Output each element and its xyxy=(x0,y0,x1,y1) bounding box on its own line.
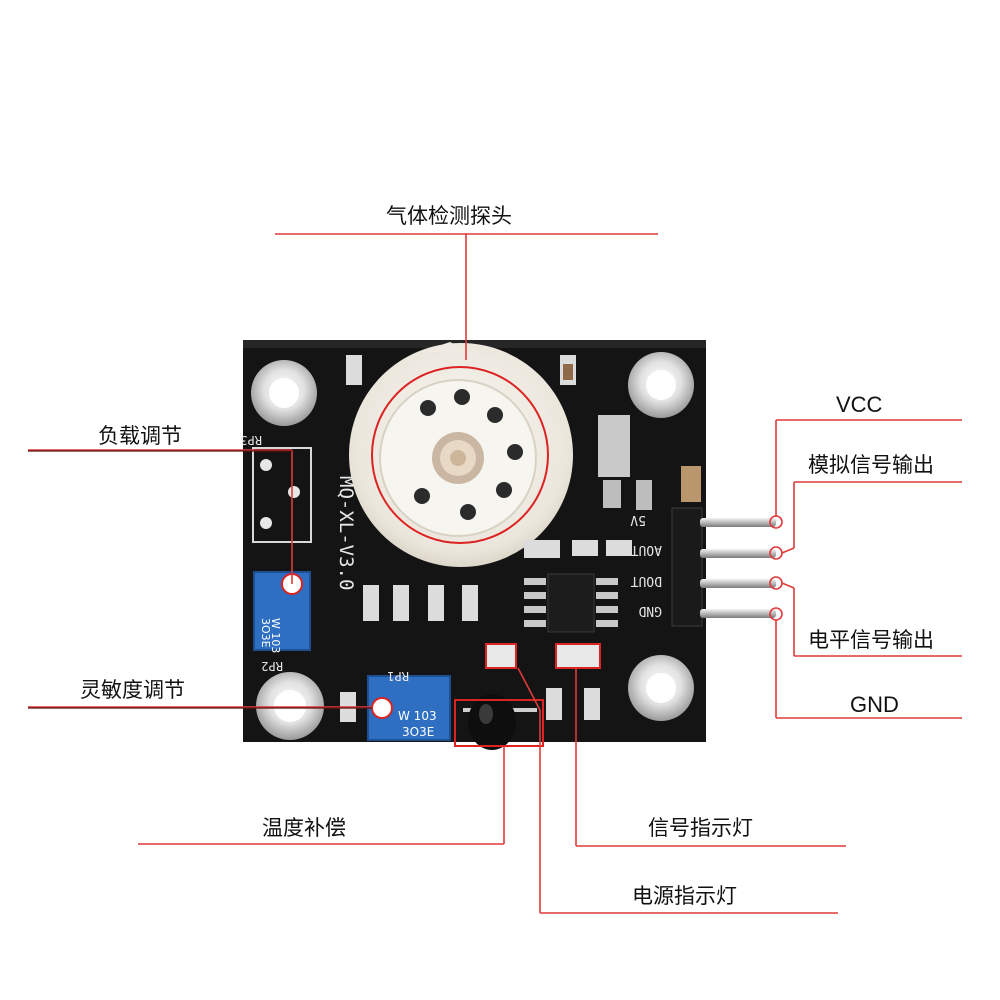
mount-hole-top-right xyxy=(628,352,694,418)
potentiometer-rp2: W 103 3O3E xyxy=(253,571,311,653)
pin-header xyxy=(671,507,776,627)
label-vcc: VCC xyxy=(836,392,883,417)
signal-led xyxy=(555,643,601,669)
silkscreen-gnd: GND xyxy=(638,603,662,618)
silkscreen-5v: 5V xyxy=(630,512,646,527)
silkscreen-aout: AOUT xyxy=(631,542,662,557)
label-sensitivity-adjust: 灵敏度调节 xyxy=(80,678,185,702)
silkscreen-dout: DOUT xyxy=(631,573,662,588)
pot2-code-line1: W 103 xyxy=(269,618,282,653)
mount-hole-bottom-left xyxy=(256,672,324,740)
label-gnd: GND xyxy=(850,692,899,717)
gas-sensor xyxy=(349,342,573,567)
pot-code-line2: 3O3E xyxy=(402,725,434,739)
pot-code-line1: W 103 xyxy=(398,709,437,723)
label-signal-led: 信号指示灯 xyxy=(648,816,753,840)
silkscreen-rp2: RP2 xyxy=(261,659,283,673)
mount-hole-top-left xyxy=(251,360,317,426)
label-gas-probe: 气体检测探头 xyxy=(386,204,512,228)
mount-hole-bottom-right xyxy=(628,655,694,721)
pot2-code-line2: 3O3E xyxy=(259,618,272,648)
silkscreen-rp1: RP1 xyxy=(387,669,409,683)
potentiometer-rp1: W 103 3O3E xyxy=(367,675,451,741)
label-load-adjust: 负载调节 xyxy=(98,424,182,448)
silkscreen-rp3: RP3 xyxy=(240,433,262,447)
thermistor xyxy=(454,694,544,750)
label-power-led: 电源指示灯 xyxy=(632,884,737,908)
comparator-chip xyxy=(524,573,618,633)
silkscreen-model: MQ-XL-V3.0 xyxy=(335,476,357,590)
label-digital-out: 电平信号输出 xyxy=(808,628,934,652)
label-temp-comp: 温度补偿 xyxy=(262,816,346,840)
power-led xyxy=(485,643,517,669)
label-analog-out: 模拟信号输出 xyxy=(808,453,934,477)
